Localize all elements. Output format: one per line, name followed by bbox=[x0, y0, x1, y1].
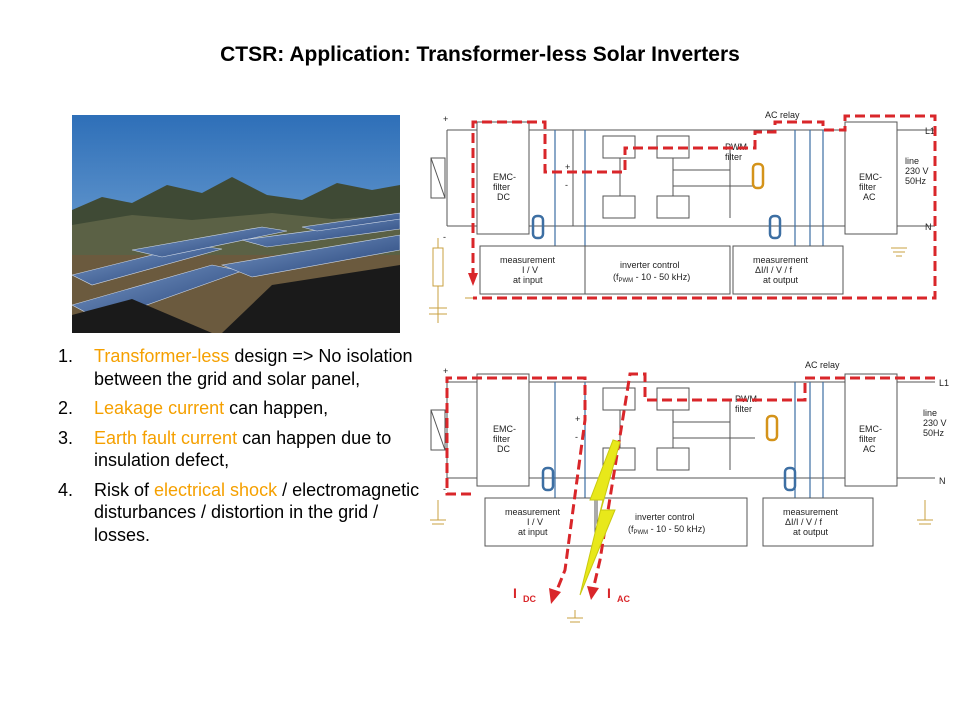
svg-text:N: N bbox=[939, 476, 946, 486]
lightning-bolt-icon bbox=[579, 439, 621, 596]
svg-text:(fPWM - 10 - 50 kHz): (fPWM - 10 - 50 kHz) bbox=[628, 524, 705, 536]
svg-text:line: line bbox=[905, 156, 919, 166]
svg-text:DC: DC bbox=[497, 192, 510, 202]
svg-text:DC: DC bbox=[523, 594, 536, 604]
svg-text:filter: filter bbox=[493, 434, 510, 444]
svg-text:inverter control: inverter control bbox=[620, 260, 680, 270]
svg-text:filter: filter bbox=[859, 434, 876, 444]
inverter-diagram-earth-fault: EMC- filter DC EMC- filter AC + - + - PW… bbox=[425, 360, 960, 630]
list-item: 1.Transformer-less design => No isolatio… bbox=[58, 346, 413, 389]
svg-text:filter: filter bbox=[735, 404, 752, 414]
svg-text:line: line bbox=[923, 408, 937, 418]
svg-text:AC: AC bbox=[863, 192, 876, 202]
svg-text:EMC-: EMC- bbox=[493, 172, 516, 182]
svg-text:N: N bbox=[925, 222, 932, 232]
svg-text:EMC-: EMC- bbox=[859, 424, 882, 434]
svg-text:EMC-: EMC- bbox=[493, 424, 516, 434]
svg-text:I / V: I / V bbox=[527, 517, 543, 527]
svg-text:+: + bbox=[443, 366, 448, 376]
svg-text:at input: at input bbox=[513, 275, 543, 285]
svg-text:measurement: measurement bbox=[783, 507, 839, 517]
svg-text:DC: DC bbox=[497, 444, 510, 454]
svg-text:ΔI/I / V / f: ΔI/I / V / f bbox=[785, 517, 823, 527]
svg-text:(fPWM - 10 - 50 kHz): (fPWM - 10 - 50 kHz) bbox=[613, 272, 690, 284]
inverter-diagram-leakage: EMC- filter DC EMC- filter AC + - + - PW… bbox=[425, 108, 960, 340]
svg-text:filter: filter bbox=[725, 152, 742, 162]
svg-text:inverter control: inverter control bbox=[635, 512, 695, 522]
svg-text:-: - bbox=[443, 484, 446, 494]
list-item: 3.Earth fault current can happen due to … bbox=[58, 427, 392, 471]
svg-text:AC relay: AC relay bbox=[765, 110, 800, 120]
svg-text:measurement: measurement bbox=[505, 507, 561, 517]
list-item: 4.Risk of electrical shock / electromagn… bbox=[58, 479, 420, 545]
svg-text:I: I bbox=[607, 585, 611, 601]
svg-text:AC: AC bbox=[863, 444, 876, 454]
risk-list: 1.Transformer-less design => No isolatio… bbox=[58, 345, 438, 553]
fault-path-dc bbox=[445, 376, 587, 596]
list-item: 2.Leakage current can happen, bbox=[58, 398, 329, 418]
svg-text:230 V: 230 V bbox=[923, 418, 947, 428]
svg-text:at output: at output bbox=[793, 527, 829, 537]
svg-text:L1: L1 bbox=[925, 126, 935, 136]
svg-text:50Hz: 50Hz bbox=[905, 176, 927, 186]
slide-title: CTSR: Application: Transformer-less Sola… bbox=[220, 43, 740, 66]
svg-text:230 V: 230 V bbox=[905, 166, 929, 176]
svg-text:filter: filter bbox=[859, 182, 876, 192]
svg-text:+: + bbox=[565, 162, 570, 172]
svg-text:I / V: I / V bbox=[522, 265, 538, 275]
svg-text:+: + bbox=[443, 114, 448, 124]
svg-text:-: - bbox=[565, 180, 568, 190]
svg-text:AC: AC bbox=[617, 594, 630, 604]
svg-text:I: I bbox=[513, 585, 517, 601]
svg-text:ΔI/I / V / f: ΔI/I / V / f bbox=[755, 265, 793, 275]
svg-text:filter: filter bbox=[493, 182, 510, 192]
svg-text:at input: at input bbox=[518, 527, 548, 537]
svg-text:EMC-: EMC- bbox=[859, 172, 882, 182]
svg-text:AC relay: AC relay bbox=[805, 360, 840, 370]
svg-text:-: - bbox=[443, 232, 446, 242]
svg-text:measurement: measurement bbox=[500, 255, 556, 265]
svg-text:L1: L1 bbox=[939, 378, 949, 388]
svg-text:50Hz: 50Hz bbox=[923, 428, 945, 438]
leakage-path bbox=[471, 114, 937, 300]
svg-text:PWM: PWM bbox=[725, 142, 747, 152]
solar-farm-photo bbox=[72, 115, 400, 333]
svg-text:measurement: measurement bbox=[753, 255, 809, 265]
svg-text:-: - bbox=[575, 432, 578, 442]
svg-text:at output: at output bbox=[763, 275, 799, 285]
svg-text:+: + bbox=[575, 414, 580, 424]
